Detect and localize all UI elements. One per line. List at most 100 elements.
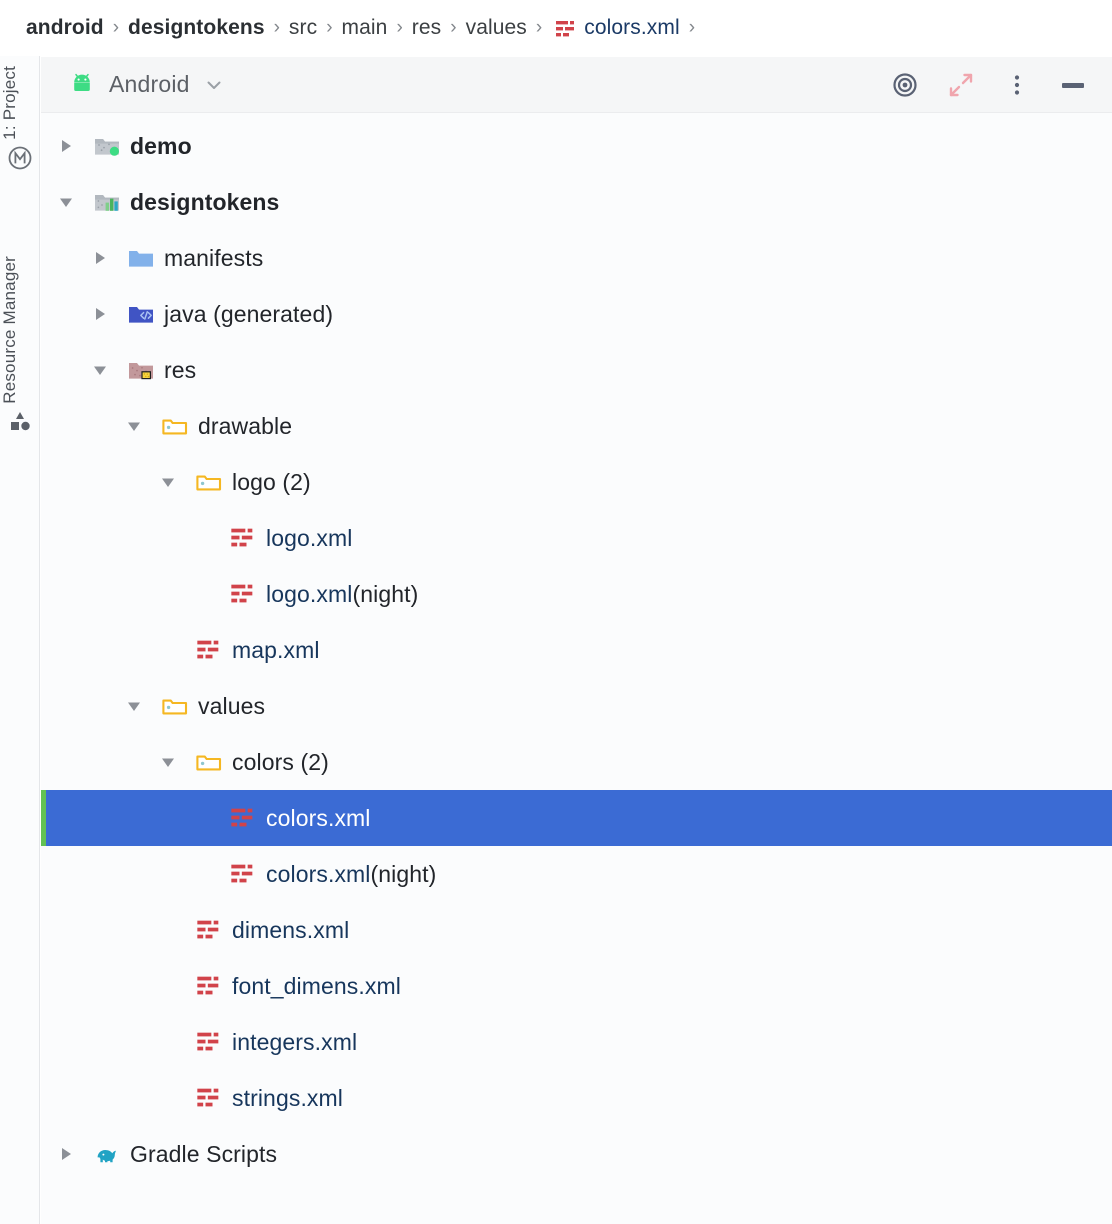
tree-label: manifests (164, 245, 263, 272)
tree-row-integers-xml[interactable]: integers.xml (41, 1014, 1112, 1070)
tree-label: res (164, 357, 196, 384)
tree-label-qualifier: (night) (352, 581, 418, 608)
xml-file-icon (194, 635, 224, 665)
module-folder-icon (92, 131, 122, 161)
tree-row-colors-folder[interactable]: colors (2) (41, 734, 1112, 790)
tree-label-qualifier: (night) (371, 861, 437, 888)
tree-label: values (198, 693, 265, 720)
breadcrumb-item-designtokens[interactable]: designtokens (128, 16, 265, 40)
rail-group-resource-manager[interactable]: Resource Manager (0, 256, 40, 433)
tree-label: colors (2) (232, 749, 329, 776)
tree-label: logo.xml (266, 581, 352, 608)
breadcrumb-item-colors-xml[interactable]: colors.xml (584, 16, 680, 40)
tree-label: dimens.xml (232, 917, 349, 944)
tree-label: java (generated) (164, 301, 333, 328)
library-module-icon (92, 187, 122, 217)
chevron-right-icon[interactable] (89, 247, 111, 269)
xml-file-icon (194, 1027, 224, 1057)
tree-row-logo-xml-night[interactable]: logo.xml (night) (41, 566, 1112, 622)
gradle-elephant-icon (92, 1139, 122, 1169)
chevron-right-icon[interactable] (89, 303, 111, 325)
tree-row-strings-xml[interactable]: strings.xml (41, 1070, 1112, 1126)
options-menu-button[interactable] (1002, 70, 1032, 100)
tree-label: map.xml (232, 637, 320, 664)
tree-row-demo[interactable]: demo (41, 118, 1112, 174)
blue-folder-icon (126, 243, 156, 273)
project-view-selector[interactable]: Android (67, 70, 224, 100)
android-robot-icon (67, 70, 97, 100)
tree-row-logo-folder[interactable]: logo (2) (41, 454, 1112, 510)
rail-item-project-label[interactable]: 1: Project (0, 66, 20, 140)
breadcrumb-separator-icon: › (396, 17, 402, 39)
breadcrumb-item-src[interactable]: src (289, 16, 317, 40)
breadcrumb: android › designtokens › src › main › re… (0, 0, 1112, 56)
java-generated-folder-icon (126, 299, 156, 329)
hide-tool-window-button[interactable] (1058, 70, 1088, 100)
breadcrumb-separator-icon: › (450, 17, 456, 39)
chevron-right-icon[interactable] (55, 1143, 77, 1165)
resource-folder-icon (194, 467, 224, 497)
tree-label: Gradle Scripts (130, 1141, 277, 1168)
chevron-down-icon[interactable] (157, 471, 179, 493)
xml-file-icon (228, 579, 258, 609)
breadcrumb-item-values[interactable]: values (466, 16, 527, 40)
chevron-down-icon[interactable] (123, 695, 145, 717)
tree-label: font_dimens.xml (232, 973, 401, 1000)
tree-row-res[interactable]: res (41, 342, 1112, 398)
chevron-right-icon[interactable] (55, 135, 77, 157)
resource-folder-icon (194, 747, 224, 777)
tree-label: drawable (198, 413, 292, 440)
breadcrumb-item-res[interactable]: res (412, 16, 441, 40)
tree-row-java-generated[interactable]: java (generated) (41, 286, 1112, 342)
breadcrumb-separator-icon: › (536, 17, 542, 39)
xml-file-icon (194, 915, 224, 945)
rail-group-project[interactable]: 1: Project (0, 66, 40, 171)
tree-row-manifests[interactable]: manifests (41, 230, 1112, 286)
xml-file-icon (553, 18, 577, 42)
breadcrumb-separator-icon: › (113, 17, 119, 39)
xml-file-icon (194, 971, 224, 1001)
tree-label: demo (130, 133, 192, 160)
breadcrumb-separator-icon: › (689, 17, 695, 39)
breadcrumb-separator-icon: › (326, 17, 332, 39)
chevron-down-icon[interactable] (89, 359, 111, 381)
selection-accent-bar (41, 790, 46, 846)
tree-label: designtokens (130, 189, 279, 216)
tool-window-rail: 1: Project Resource Manager (0, 56, 40, 1224)
chevron-down-icon[interactable] (157, 751, 179, 773)
resource-folder-icon (160, 691, 190, 721)
rail-item-resource-manager-label[interactable]: Resource Manager (0, 256, 20, 404)
tree-label: colors.xml (266, 861, 371, 888)
xml-file-icon (228, 803, 258, 833)
resource-folder-icon (160, 411, 190, 441)
xml-file-icon (194, 1083, 224, 1113)
tree-row-gradle-scripts[interactable]: Gradle Scripts (41, 1126, 1112, 1182)
tree-row-dimens-xml[interactable]: dimens.xml (41, 902, 1112, 958)
tool-window-header: Android (41, 57, 1112, 113)
tree-row-values[interactable]: values (41, 678, 1112, 734)
resource-manager-icon[interactable] (0, 409, 40, 433)
tree-row-colors-xml-selected[interactable]: colors.xml (41, 790, 1112, 846)
tree-row-drawable[interactable]: drawable (41, 398, 1112, 454)
tree-row-colors-xml-night[interactable]: colors.xml (night) (41, 846, 1112, 902)
tree-label: integers.xml (232, 1029, 357, 1056)
breadcrumb-item-android[interactable]: android (26, 16, 104, 40)
tree-label: colors.xml (266, 805, 371, 832)
res-folder-icon (126, 355, 156, 385)
tree-row-map-xml[interactable]: map.xml (41, 622, 1112, 678)
xml-file-icon (228, 859, 258, 889)
project-tool-icon[interactable] (0, 145, 40, 171)
tree-row-logo-xml[interactable]: logo.xml (41, 510, 1112, 566)
tree-row-font-dimens-xml[interactable]: font_dimens.xml (41, 958, 1112, 1014)
chevron-down-icon[interactable] (123, 415, 145, 437)
project-tree[interactable]: demo designtokens (41, 113, 1112, 1224)
breadcrumb-item-main[interactable]: main (342, 16, 388, 40)
collapse-all-button[interactable] (946, 70, 976, 100)
select-opened-file-button[interactable] (890, 70, 920, 100)
tool-window-title[interactable]: Android (109, 71, 190, 98)
chevron-down-icon[interactable] (55, 191, 77, 213)
tree-row-designtokens[interactable]: designtokens (41, 174, 1112, 230)
tree-label: strings.xml (232, 1085, 343, 1112)
chevron-down-icon[interactable] (204, 75, 224, 95)
